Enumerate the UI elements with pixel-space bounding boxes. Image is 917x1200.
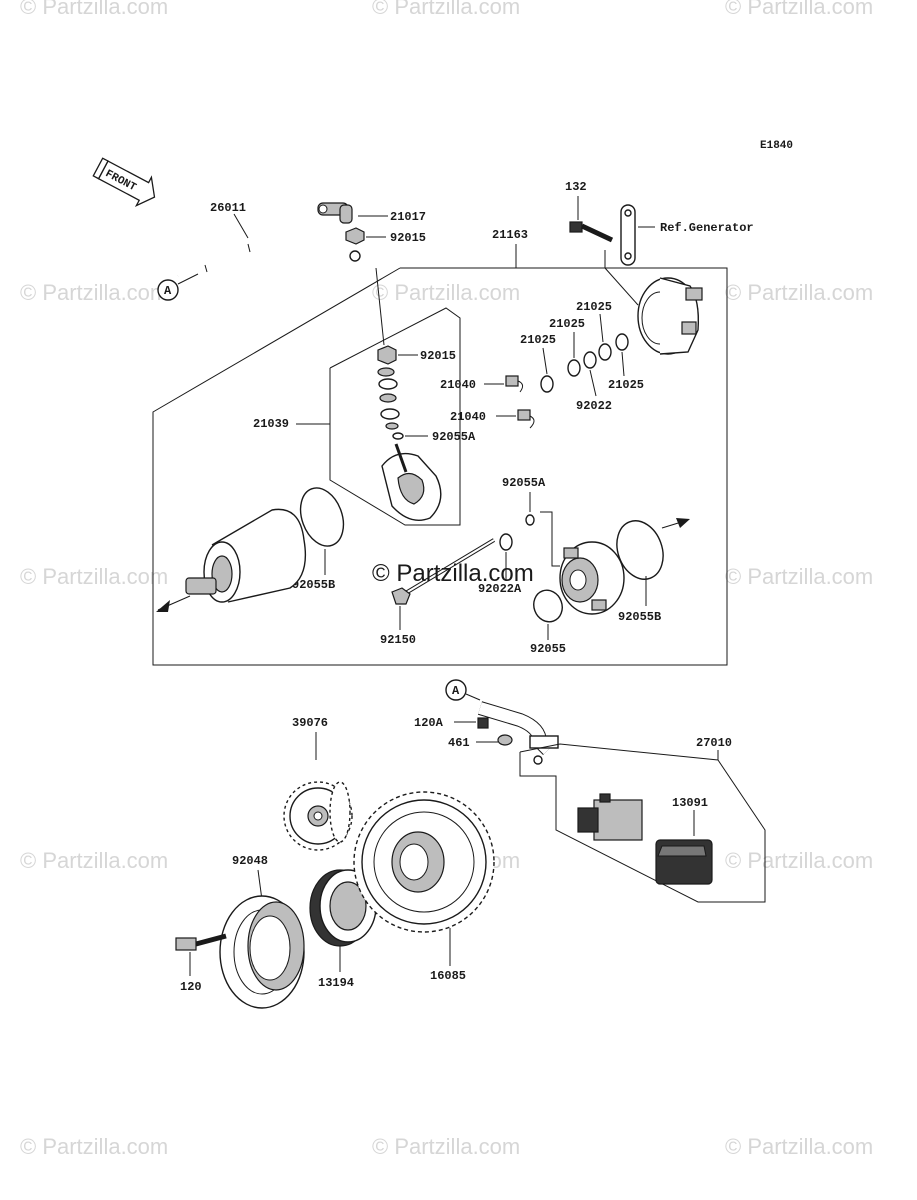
washer xyxy=(540,375,554,393)
part-label: 92150 xyxy=(380,633,416,647)
starter-motor xyxy=(156,508,307,612)
part-label: 92055B xyxy=(618,610,661,624)
part-label: 132 xyxy=(565,180,587,194)
terminal-cap xyxy=(317,202,353,224)
part-label: 13091 xyxy=(672,796,708,810)
reference-marker-a-label: A xyxy=(452,684,460,698)
brush-holder-outline xyxy=(329,307,461,526)
washer xyxy=(615,333,629,351)
nut xyxy=(345,227,365,245)
watermark: © Partzilla.com xyxy=(20,564,169,589)
ref-generator-label: Ref.Generator xyxy=(660,221,754,235)
o-ring xyxy=(392,432,404,440)
part-label: 21025 xyxy=(520,333,556,347)
reference-marker-a xyxy=(157,279,179,301)
nut xyxy=(497,734,513,746)
part-label: 92055B xyxy=(292,578,335,592)
watermark: © Partzilla.com xyxy=(725,1134,874,1159)
washer xyxy=(567,359,581,377)
washer xyxy=(499,533,513,551)
starter-relay xyxy=(577,793,643,841)
watermark: © Partzilla.com xyxy=(20,280,169,305)
battery-cable xyxy=(477,701,559,765)
part-label: 92048 xyxy=(232,854,268,868)
part-label: 39076 xyxy=(292,716,328,730)
diagram-code: E1840 xyxy=(760,140,793,152)
part-label: 120A xyxy=(414,716,444,730)
part-label: 92055 xyxy=(530,642,566,656)
one-way-clutch-cover xyxy=(219,895,305,1009)
front-cover xyxy=(559,541,625,615)
part-label: 21040 xyxy=(440,378,476,392)
washer xyxy=(598,343,612,361)
bolt xyxy=(569,221,614,243)
watermark: © Partzilla.com xyxy=(725,564,874,589)
washer xyxy=(379,393,397,403)
part-label: 21040 xyxy=(450,410,486,424)
part-label: 13194 xyxy=(318,976,354,990)
watermark: © Partzilla.com xyxy=(20,0,169,19)
washer xyxy=(385,422,399,430)
part-label: 26011 xyxy=(210,201,246,215)
front-arrow-icon: FRONT xyxy=(92,157,156,207)
part-label: 92055A xyxy=(502,476,546,490)
center-watermark: © Partzilla.com xyxy=(372,560,534,587)
washer xyxy=(378,378,398,390)
watermark: © Partzilla.com xyxy=(372,280,521,305)
relay-cover xyxy=(655,839,713,885)
bolt xyxy=(477,717,489,729)
part-label: 27010 xyxy=(696,736,732,750)
part-label: 92015 xyxy=(390,231,426,245)
assembly-outline xyxy=(152,267,728,666)
part-label: 21025 xyxy=(576,300,612,314)
watermark: © Partzilla.com xyxy=(725,0,874,19)
reference-marker-a-label: A xyxy=(164,284,172,298)
end-cover xyxy=(637,277,703,355)
o-ring xyxy=(525,514,535,526)
o-ring xyxy=(299,487,345,547)
nut xyxy=(377,345,397,365)
through-bolt xyxy=(391,538,496,605)
generator-bracket xyxy=(620,204,636,266)
part-label: 92022 xyxy=(576,399,612,413)
washer xyxy=(583,351,597,369)
part-label: 21039 xyxy=(253,417,289,431)
washer xyxy=(377,367,395,377)
bolt xyxy=(175,933,227,951)
part-label: 92015 xyxy=(420,349,456,363)
o-ring xyxy=(533,589,563,623)
brush-plate xyxy=(381,443,442,521)
part-label: 21017 xyxy=(390,210,426,224)
idler-gear xyxy=(283,781,353,851)
reference-marker-a xyxy=(445,679,467,701)
starter-clutch-gear xyxy=(353,791,495,933)
part-label: 120 xyxy=(180,980,202,994)
part-label: 92022A xyxy=(478,582,522,596)
part-label: 16085 xyxy=(430,969,466,983)
brush xyxy=(505,375,524,393)
watermark: © Partzilla.com xyxy=(20,1134,169,1159)
watermark: © Partzilla.com xyxy=(725,280,874,305)
watermark: © Partzilla.com xyxy=(20,848,169,873)
part-label: 92055A xyxy=(432,430,476,444)
part-label: 21025 xyxy=(549,317,585,331)
brush xyxy=(517,409,535,429)
one-way-clutch xyxy=(309,869,377,947)
relay-outline xyxy=(519,743,766,903)
part-label: 21163 xyxy=(492,228,528,242)
watermark: © Partzilla.com xyxy=(372,0,521,19)
o-ring xyxy=(616,520,664,580)
part-label: 21025 xyxy=(608,378,644,392)
watermark: © Partzilla.com xyxy=(725,848,874,873)
washer xyxy=(380,408,400,420)
part-label: 461 xyxy=(448,736,470,750)
starter-cable xyxy=(177,230,361,279)
watermark: © Partzilla.com xyxy=(372,1134,521,1159)
